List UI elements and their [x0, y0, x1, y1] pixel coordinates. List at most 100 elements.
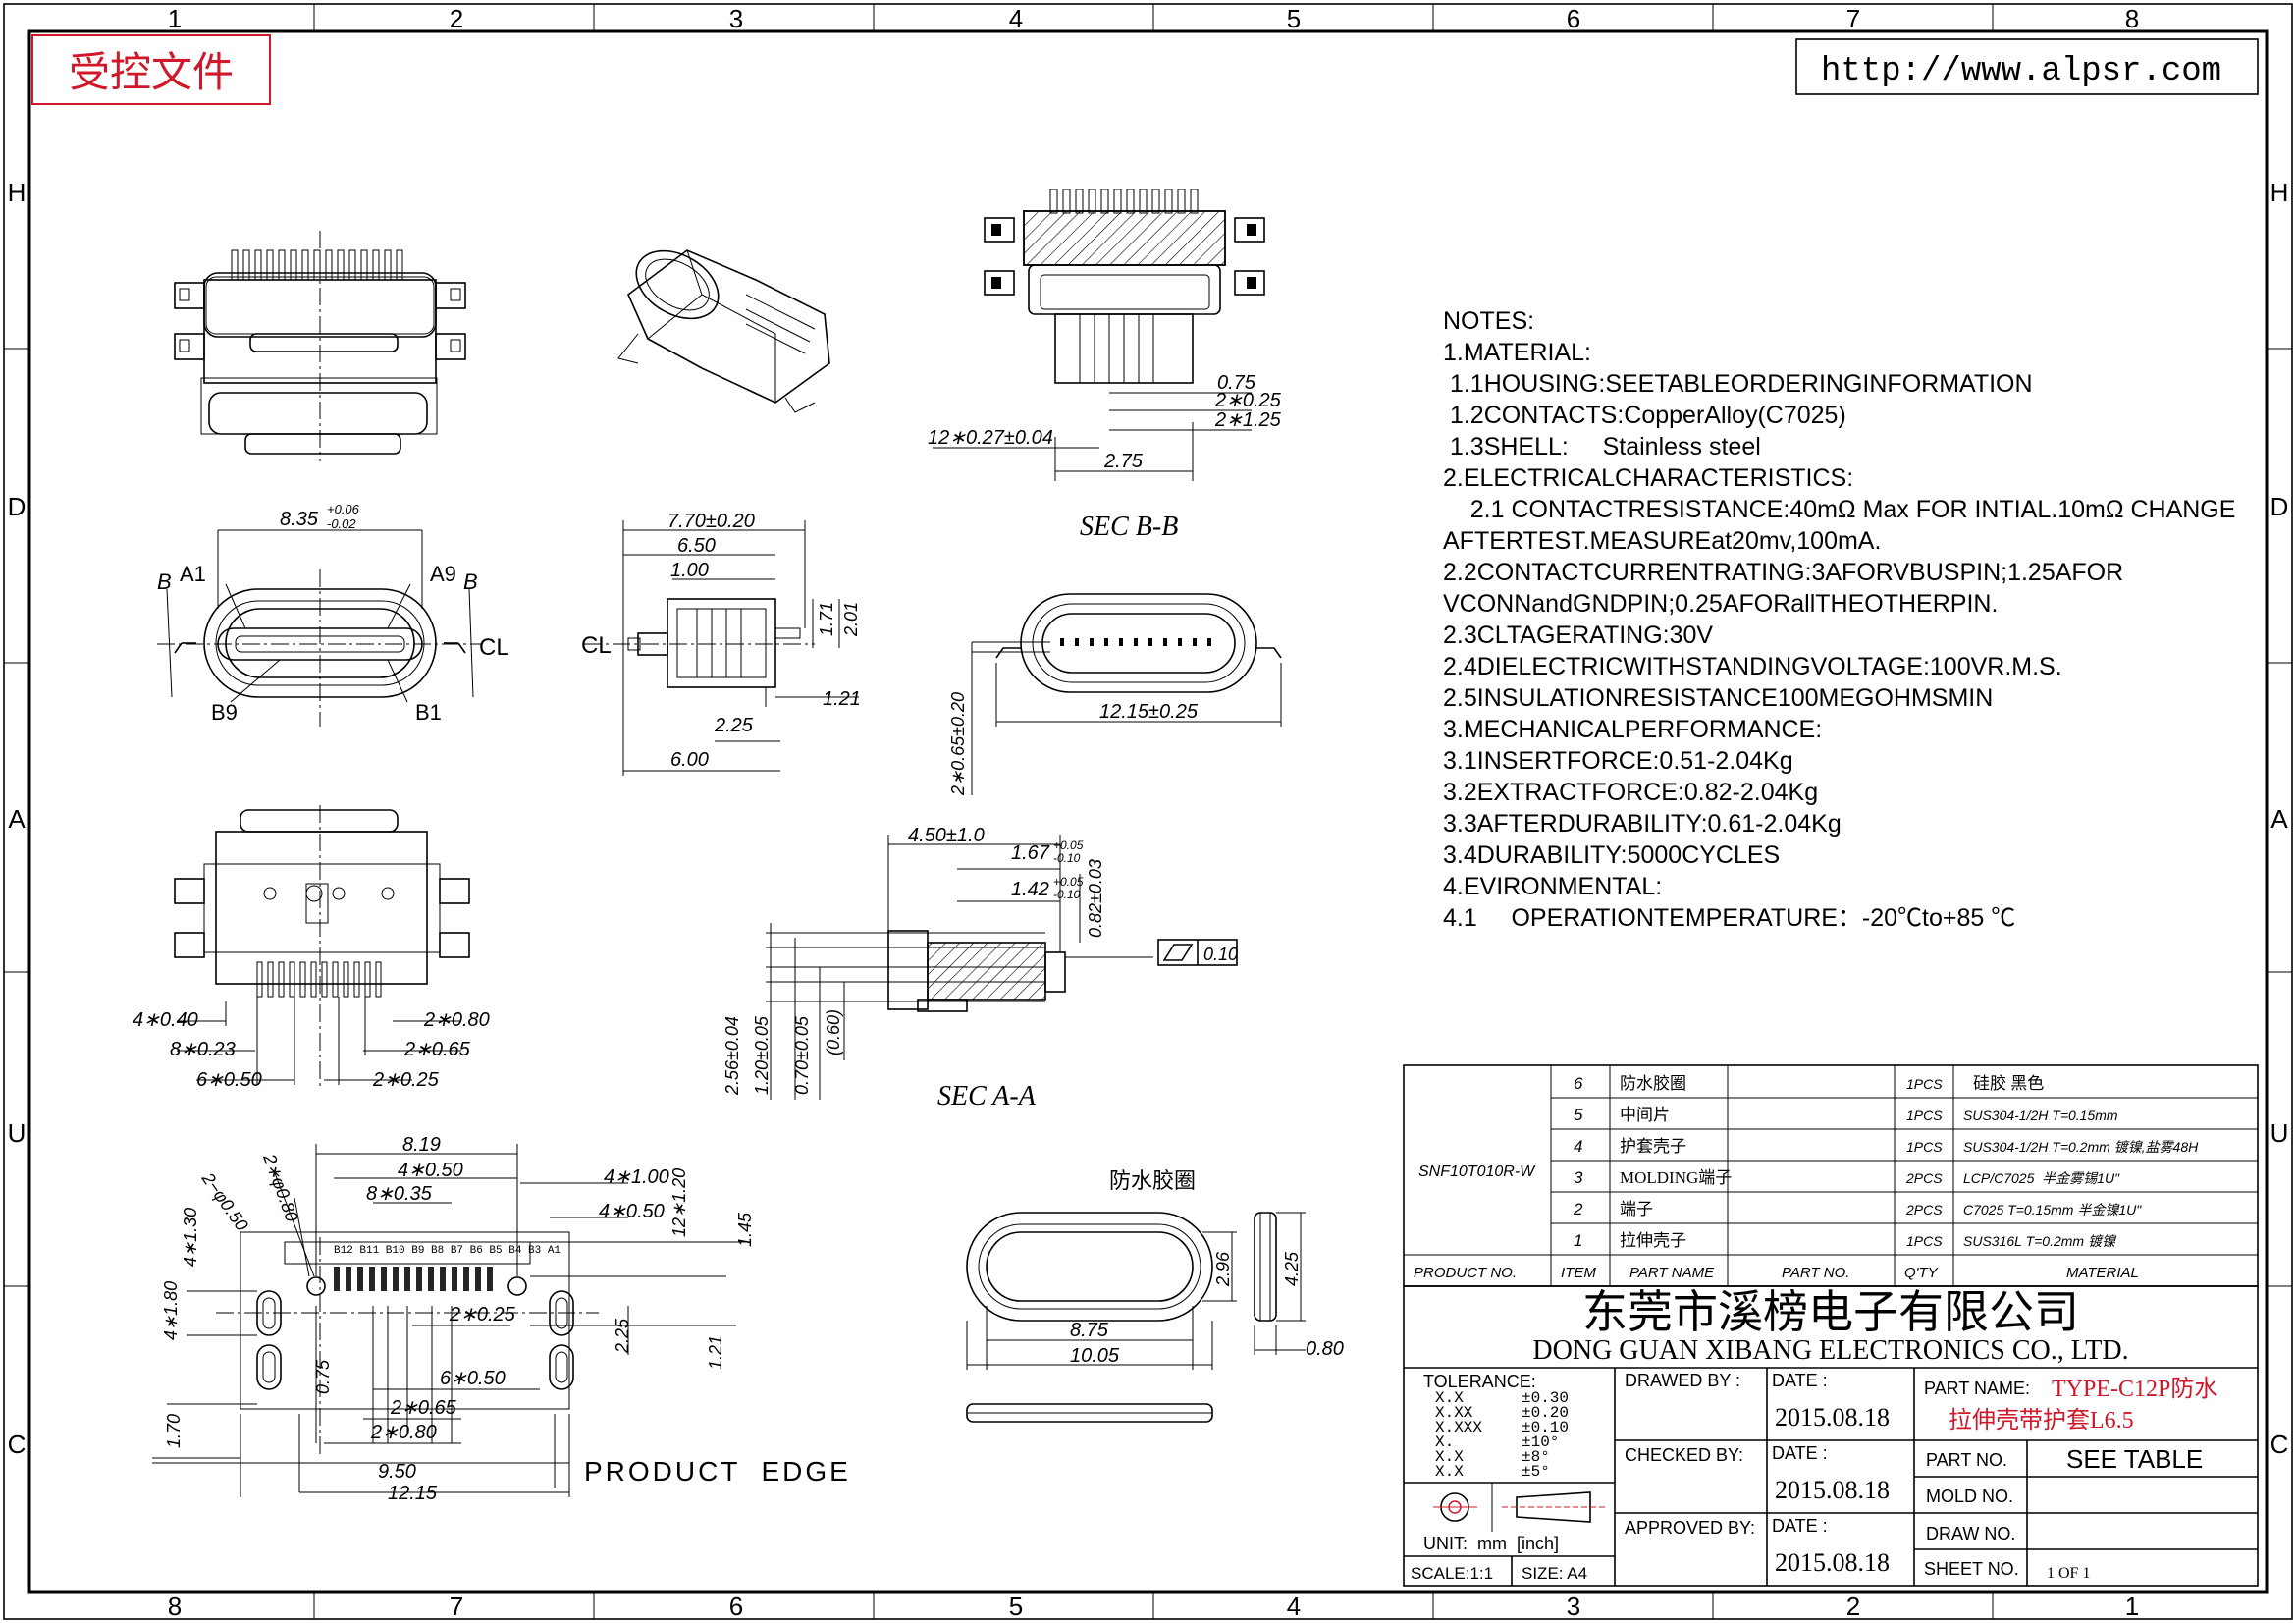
dim-1-67: 1.67	[1011, 842, 1050, 864]
dim-4x1-80: 4∗1.80	[161, 1281, 181, 1340]
dim-6x0-50b: 6∗0.50	[440, 1368, 506, 1389]
bottom-number-7: 7	[450, 1592, 463, 1621]
drawed-by-label: DRAWED BY :	[1625, 1371, 1740, 1390]
dim-10-05: 10.05	[1070, 1345, 1120, 1367]
svg-text:硅胶 黑色: 硅胶 黑色	[1973, 1074, 2044, 1093]
dim-8-35-tol-dn: -0.02	[327, 516, 356, 531]
date-label: DATE :	[1772, 1516, 1828, 1536]
dim-12x0-27: 12∗0.27±0.04	[928, 427, 1053, 449]
svg-text:PART NO.: PART NO.	[1782, 1265, 1849, 1281]
bottom-number-8: 8	[168, 1592, 182, 1621]
note-line: 3.4DURABILITY:5000CYCLES	[1443, 841, 1780, 869]
note-line: 2.4DIELECTRICWITHSTANDINGVOLTAGE:100VR.M…	[1443, 653, 2062, 680]
bom-product-no: SNF10T010R-W	[1418, 1163, 1536, 1180]
top-number-8: 8	[2125, 4, 2139, 33]
dim-0-80: 0.80	[1306, 1338, 1344, 1360]
bottom-number-3: 3	[1567, 1592, 1580, 1621]
tol-key: X.XX	[1435, 1404, 1473, 1422]
side-letter-h-right: H	[2270, 178, 2289, 207]
approved-by-label: APPROVED BY:	[1625, 1518, 1755, 1538]
bom-row: 3 MOLDING端子 2PCS LCP/C7025 半金雾锡1U"	[1574, 1168, 2120, 1187]
dim-6x0-50: 6∗0.50	[196, 1069, 262, 1091]
unit-label: UNIT: mm [inch]	[1423, 1534, 1559, 1553]
front-view-top	[174, 231, 466, 461]
dim-2x0-25: 2∗0.25	[1214, 390, 1282, 411]
dim-2x0-25c: 2∗0.25	[449, 1304, 516, 1325]
svg-text:Q'TY: Q'TY	[1904, 1265, 1939, 1281]
dim-1-42-dn: -0.10	[1053, 888, 1081, 901]
dim-4-50: 4.50±1.0	[908, 825, 985, 846]
sec-bb-title: SEC B-B	[1080, 512, 1178, 542]
dim-0-75b: 0.75	[313, 1359, 333, 1394]
bottom-number-5: 5	[1009, 1592, 1023, 1621]
side-letter-a-left: A	[8, 804, 26, 834]
bom-header-row: PRODUCT NO. ITEM PART NAME PART NO. Q'TY…	[1414, 1265, 2139, 1281]
tol-value: ±0.20	[1522, 1404, 1569, 1422]
note-line: NOTES:	[1443, 307, 1534, 335]
section-mark-b-left: B	[157, 569, 172, 594]
top-number-3: 3	[729, 4, 743, 33]
note-line: VCONNandGNDPIN;0.25AFORallTHEOTHERPIN.	[1443, 590, 1998, 618]
tol-key: X.	[1435, 1434, 1454, 1451]
dim-4x1-00: 4∗1.00	[604, 1166, 669, 1188]
dim-8-35-tol-up: +0.06	[327, 502, 360, 516]
side-letter-c-left: C	[8, 1430, 27, 1459]
pcb-footprint-view: B12 B11 B10 B9 B8 B7 B6 B5 B4 B3 A1 8.19…	[152, 1134, 848, 1504]
dim-6-50: 6.50	[677, 535, 716, 557]
note-line: 2.3CLTAGERATING:30V	[1443, 622, 1713, 649]
svg-text:1: 1	[1574, 1231, 1582, 1250]
dim-0-75: 0.75	[1217, 372, 1256, 394]
tol-value: ±5°	[1522, 1463, 1550, 1481]
checked-by-label: CHECKED BY:	[1625, 1445, 1743, 1465]
tol-value: ±10°	[1522, 1434, 1559, 1451]
note-line: 3.2EXTRACTFORCE:0.82-2.04Kg	[1443, 779, 1818, 806]
svg-text:受控文件: 受控文件	[69, 50, 234, 96]
side-letter-d-left: D	[8, 492, 27, 521]
tolerance-label: TOLERANCE:	[1423, 1372, 1536, 1391]
svg-text:2PCS: 2PCS	[1905, 1202, 1943, 1217]
dim-2-phi-0-50: 2−φ0.50	[197, 1168, 252, 1234]
svg-text:ITEM: ITEM	[1561, 1265, 1596, 1281]
company-name-en: DONG GUAN XIBANG ELECTRONICS CO., LTD.	[1532, 1335, 2128, 1366]
note-line: 1.1HOUSING:SEETABLEORDERINGINFORMATION	[1443, 370, 2033, 398]
dim-1-21: 1.21	[823, 688, 861, 710]
svg-text:2: 2	[1573, 1200, 1583, 1218]
pin-label-a9: A9	[430, 562, 456, 586]
dim-1-45: 1.45	[735, 1212, 755, 1247]
svg-text:3: 3	[1574, 1168, 1583, 1187]
scale-label: SCALE:1:1	[1411, 1564, 1493, 1583]
dim-4-25: 4.25	[1282, 1251, 1302, 1286]
website-url: http://www.alpsr.com	[1821, 53, 2221, 90]
svg-text:2PCS: 2PCS	[1905, 1170, 1943, 1186]
dim-2-25b: 2.25	[613, 1318, 632, 1354]
note-line: 1.MATERIAL:	[1443, 339, 1591, 366]
dim-12-15b: 12.15	[388, 1483, 438, 1504]
dim-2x0-65c: 2∗0.65	[390, 1397, 457, 1419]
bottom-number-1: 1	[2125, 1592, 2139, 1621]
dim-2-phi-0-80: 2∗φ0.80	[259, 1151, 302, 1224]
tol-key: X.XXX	[1435, 1419, 1482, 1436]
section-mark-b-right: B	[463, 569, 478, 594]
bottom-number-2: 2	[1846, 1592, 1860, 1621]
tol-value: ±0.10	[1522, 1419, 1569, 1436]
date-drawed: 2015.08.18	[1775, 1403, 1890, 1432]
tol-key: X.X	[1435, 1389, 1464, 1407]
note-line: 3.3AFTERDURABILITY:0.61-2.04Kg	[1443, 810, 1842, 838]
dim-7-70: 7.70±0.20	[667, 511, 755, 532]
seal-ring-title: 防水胶圈	[1109, 1168, 1196, 1193]
dim-1-21b: 1.21	[706, 1335, 725, 1370]
dim-8x0-23: 8∗0.23	[170, 1039, 236, 1060]
svg-text:MATERIAL: MATERIAL	[2066, 1265, 2139, 1281]
note-line: 2.1 CONTACTRESISTANCE:40mΩ Max FOR INTIA…	[1443, 496, 2235, 523]
dim-4x0-50b: 4∗0.50	[599, 1201, 665, 1222]
svg-text:5: 5	[1574, 1106, 1583, 1124]
side-view: 7.70±0.20 6.50 1.00 1.71 2.01 1.21 2.25 …	[581, 511, 861, 776]
bom-table: SNF10T010R-W 6 防水胶圈 1PCS 硅胶 黑色 5 中间片 1PC…	[1403, 1064, 2259, 1287]
pin-label-b9: B9	[211, 700, 238, 725]
note-line: 3.1INSERTFORCE:0.51-2.04Kg	[1443, 747, 1793, 775]
part-name-line1: TYPE-C12P防水	[2052, 1376, 2217, 1402]
svg-text:拉伸壳子: 拉伸壳子	[1620, 1231, 1686, 1250]
bom-row: 1 拉伸壳子 1PCS SUS316L T=0.2mm 镀镍	[1574, 1231, 2117, 1250]
dim-0-60: (0.60)	[824, 1009, 843, 1055]
